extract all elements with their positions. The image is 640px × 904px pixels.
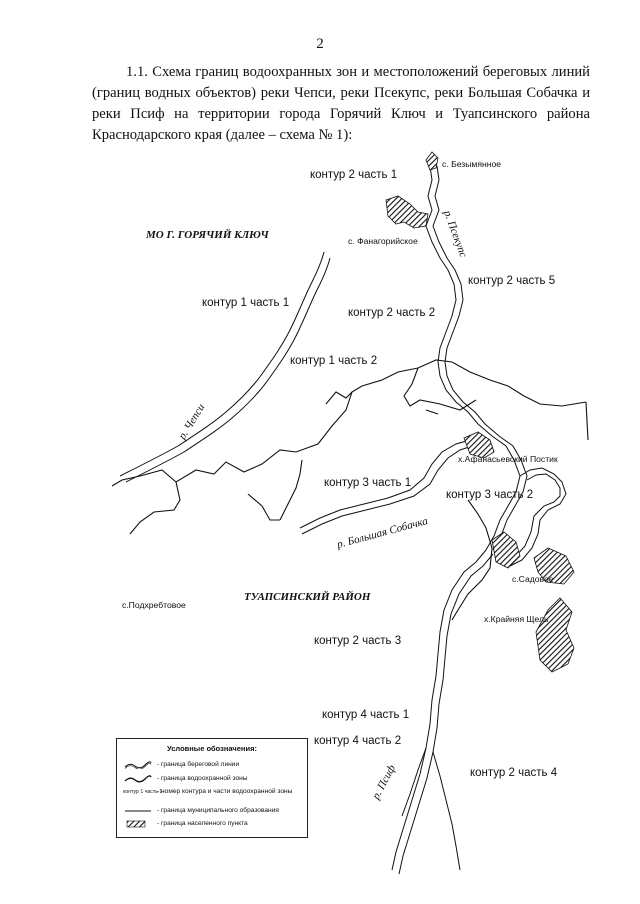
settlement-label-podkhrebtovoe: с.Подхребтовое bbox=[122, 600, 186, 610]
legend-title: Условные обозначения: bbox=[167, 744, 257, 753]
contour-label-c2p3: контур 2 часть 3 bbox=[314, 635, 401, 647]
contour-label-c2p4: контур 2 часть 4 bbox=[470, 767, 558, 779]
shore-line-icon bbox=[124, 761, 152, 769]
settlement-sadovoe-area bbox=[491, 531, 521, 569]
legend-row-settlement: - граница населенного пункта bbox=[123, 820, 307, 828]
region-tuapse: ТУАПСИНСКИЙ РАЙОН bbox=[244, 591, 371, 603]
settlement-areas bbox=[385, 151, 575, 673]
river-psekups bbox=[425, 165, 528, 551]
contour-label-c2p2: контур 2 часть 2 bbox=[348, 307, 435, 319]
settlement-bezymyannoe-area bbox=[425, 151, 439, 171]
river-psif bbox=[391, 549, 494, 875]
page-number: 2 bbox=[316, 36, 324, 52]
legend-shore-text: - граница береговой линии bbox=[157, 761, 240, 769]
legend-contour-sample: контур 1 часть 1 bbox=[123, 788, 163, 795]
settlement-krainyaya-area bbox=[535, 597, 575, 673]
river-psekups-east bbox=[505, 467, 567, 567]
contour-label-c1p1: контур 1 часть 1 bbox=[202, 297, 289, 309]
settlement-label-krainyaya: х.Крайняя Щель bbox=[484, 614, 549, 624]
contour-label-c2p1: контур 2 часть 1 bbox=[310, 169, 397, 181]
contour-label-c4p2: контур 4 часть 2 bbox=[314, 735, 401, 747]
contour-label-c3p2: контур 3 часть 2 bbox=[446, 489, 533, 501]
legend-row-contour: контур 1 часть 1 - номер контура и части… bbox=[123, 788, 307, 796]
river-sobachka bbox=[299, 439, 473, 535]
settlement-sadovoe-area-2 bbox=[533, 547, 575, 585]
legend-municipal-text: - граница муниципального образования bbox=[157, 807, 279, 814]
legend-contour-text: - номер контура и части водоохранной зон… bbox=[157, 788, 293, 795]
settlement-fanagoriyskoe-area bbox=[385, 195, 429, 229]
legend-row-municipal: - граница муниципального образования bbox=[123, 807, 307, 815]
municipal-boundary bbox=[111, 359, 589, 621]
river-chepsi bbox=[119, 251, 331, 483]
settlement-label-sadovoe: с.Садовое bbox=[512, 574, 554, 584]
region-goryachy-klyuch: МО Г. ГОРЯЧИЙ КЛЮЧ bbox=[145, 229, 270, 241]
water-zone-line-icon bbox=[124, 775, 152, 783]
contour-label-c1p2: контур 1 часть 2 bbox=[290, 355, 377, 367]
municipal-line-icon bbox=[125, 810, 151, 812]
settlement-label-bezymyannoe: с. Безымянное bbox=[442, 159, 501, 169]
river-label-psif: р. Псиф bbox=[370, 763, 399, 802]
intro-paragraph: 1.1. Схема границ водоохранных зон и мес… bbox=[92, 64, 590, 143]
legend-settlement-text: - граница населенного пункта bbox=[157, 820, 248, 828]
settlement-label-fanagoriyskoe: с. Фанагорийское bbox=[348, 236, 418, 246]
settlement-afanasyevsky-area bbox=[463, 431, 495, 459]
contour-label-c2p5: контур 2 часть 5 bbox=[468, 275, 555, 287]
settlement-hatch-icon bbox=[126, 820, 146, 828]
legend-water-text: - граница водоохранной зоны bbox=[157, 775, 248, 783]
settlement-label-afanasyevsky: х.Афанасьевский Постик bbox=[458, 454, 558, 464]
map-legend: Условные обозначения: - граница берегово… bbox=[116, 738, 308, 838]
contour-label-c3p1: контур 3 часть 1 bbox=[324, 477, 411, 489]
legend-row-shore: - граница береговой линии bbox=[123, 761, 307, 769]
legend-row-water: - граница водоохранной зоны bbox=[123, 775, 307, 783]
river-label-sobachka: р. Большая Собачка bbox=[335, 515, 430, 551]
contour-label-c4p1: контур 4 часть 1 bbox=[322, 709, 409, 721]
river-label-psekups: р. Псекупс bbox=[441, 208, 469, 259]
